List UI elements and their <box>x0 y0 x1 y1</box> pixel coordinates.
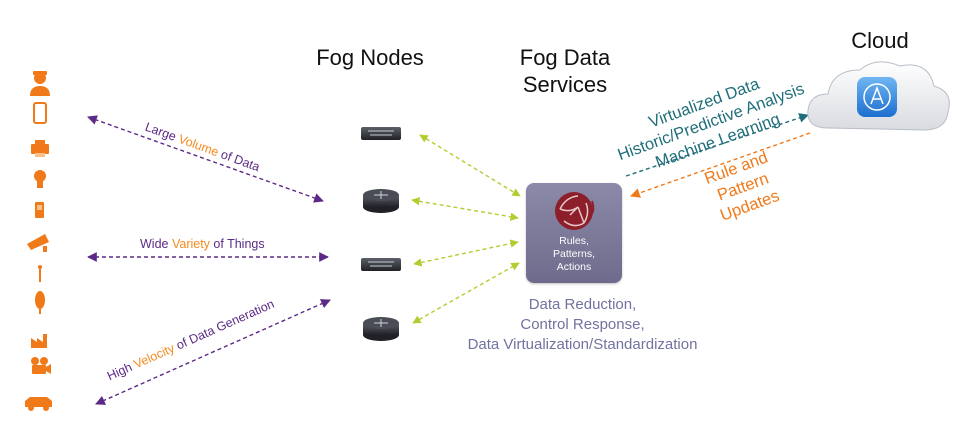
fog-data-services-box: Rules, Patterns, Actions <box>526 183 622 283</box>
node-service-arrow <box>419 134 521 197</box>
phone-icon <box>33 102 47 124</box>
variety-label-post: of Things <box>209 237 265 251</box>
fog-nodes-heading: Fog Nodes <box>300 44 440 71</box>
node-service-arrow <box>413 239 519 267</box>
downlink-arrow <box>630 132 811 198</box>
switch-icon <box>361 258 401 271</box>
fog-data-services-heading: Fog Data Services <box>495 44 635 98</box>
fog-nodes-title: Fog Nodes <box>316 45 424 70</box>
fog-data-services-title-line2: Services <box>522 72 608 97</box>
person-icon <box>30 71 50 96</box>
uplink-arrow <box>625 113 809 177</box>
fog-data-services-title-line1: Fog Data <box>519 45 611 70</box>
variety-label-pre: Wide <box>140 237 172 251</box>
handheld-icon <box>35 202 44 218</box>
services-description-line: Control Response, <box>520 316 645 333</box>
services-description-line: Data Virtualization/Standardization <box>467 336 698 353</box>
car-icon <box>25 397 52 411</box>
factory-icon <box>31 334 47 348</box>
things-column <box>25 71 52 411</box>
node-service-arrow <box>412 262 520 324</box>
node-service-arrow <box>411 197 519 221</box>
sensor-icon <box>38 265 42 282</box>
app-store-icon <box>857 77 897 117</box>
services-box-line: Actions <box>556 261 592 273</box>
services-box-text: Rules, Patterns, Actions <box>526 235 622 274</box>
router-icon <box>363 317 399 341</box>
cloud-heading: Cloud <box>830 27 930 54</box>
cloud-shape <box>807 61 950 131</box>
services-description-line: Data Reduction, <box>528 296 637 313</box>
velocity-arrow <box>95 299 331 405</box>
services-description: Data Reduction, Control Response, Data V… <box>430 295 735 355</box>
volume-arrow <box>87 115 324 203</box>
router-icon <box>363 189 399 213</box>
video-camera-icon <box>31 357 51 374</box>
tree-icon <box>35 291 45 314</box>
lightbulb-icon <box>34 170 46 188</box>
services-box-line: Rules, <box>559 235 589 247</box>
cloud-title: Cloud <box>851 28 909 53</box>
globe-network-icon <box>555 192 595 230</box>
services-box-line: Patterns, <box>552 248 596 260</box>
switch-icon <box>361 127 401 140</box>
printer-icon <box>31 140 49 157</box>
camera-icon <box>27 234 49 252</box>
variety-label-highlight: Variety <box>171 237 210 251</box>
variety-label: Wide Variety of Things <box>140 237 265 251</box>
